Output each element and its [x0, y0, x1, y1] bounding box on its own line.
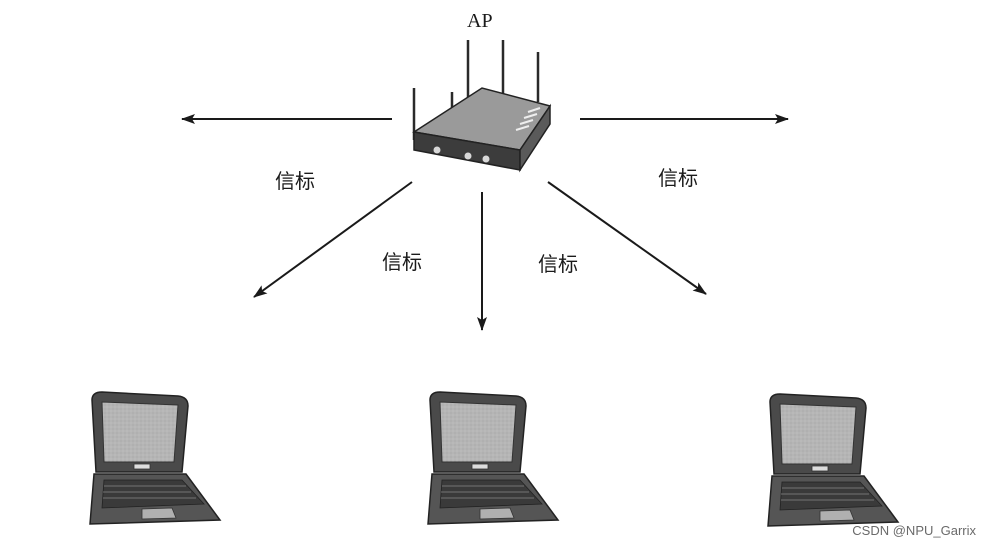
- laptop-icon: [767, 393, 899, 527]
- beacon-arrow-down-right: [547, 181, 707, 295]
- wireless-router-icon: [411, 40, 552, 173]
- beacon-label: 信标: [538, 252, 578, 276]
- watermark: CSDN @NPU_Garrix: [852, 523, 976, 538]
- laptop-icon: [427, 391, 559, 525]
- laptop-icon: [89, 391, 221, 525]
- beacon-arrow-down-left: [253, 181, 413, 298]
- beacon-label: 信标: [658, 166, 698, 190]
- beacon-arrows: [181, 114, 789, 331]
- beacon-label: 信标: [382, 250, 422, 274]
- beacon-label: 信标: [275, 169, 315, 193]
- access-point-label: AP: [467, 10, 493, 32]
